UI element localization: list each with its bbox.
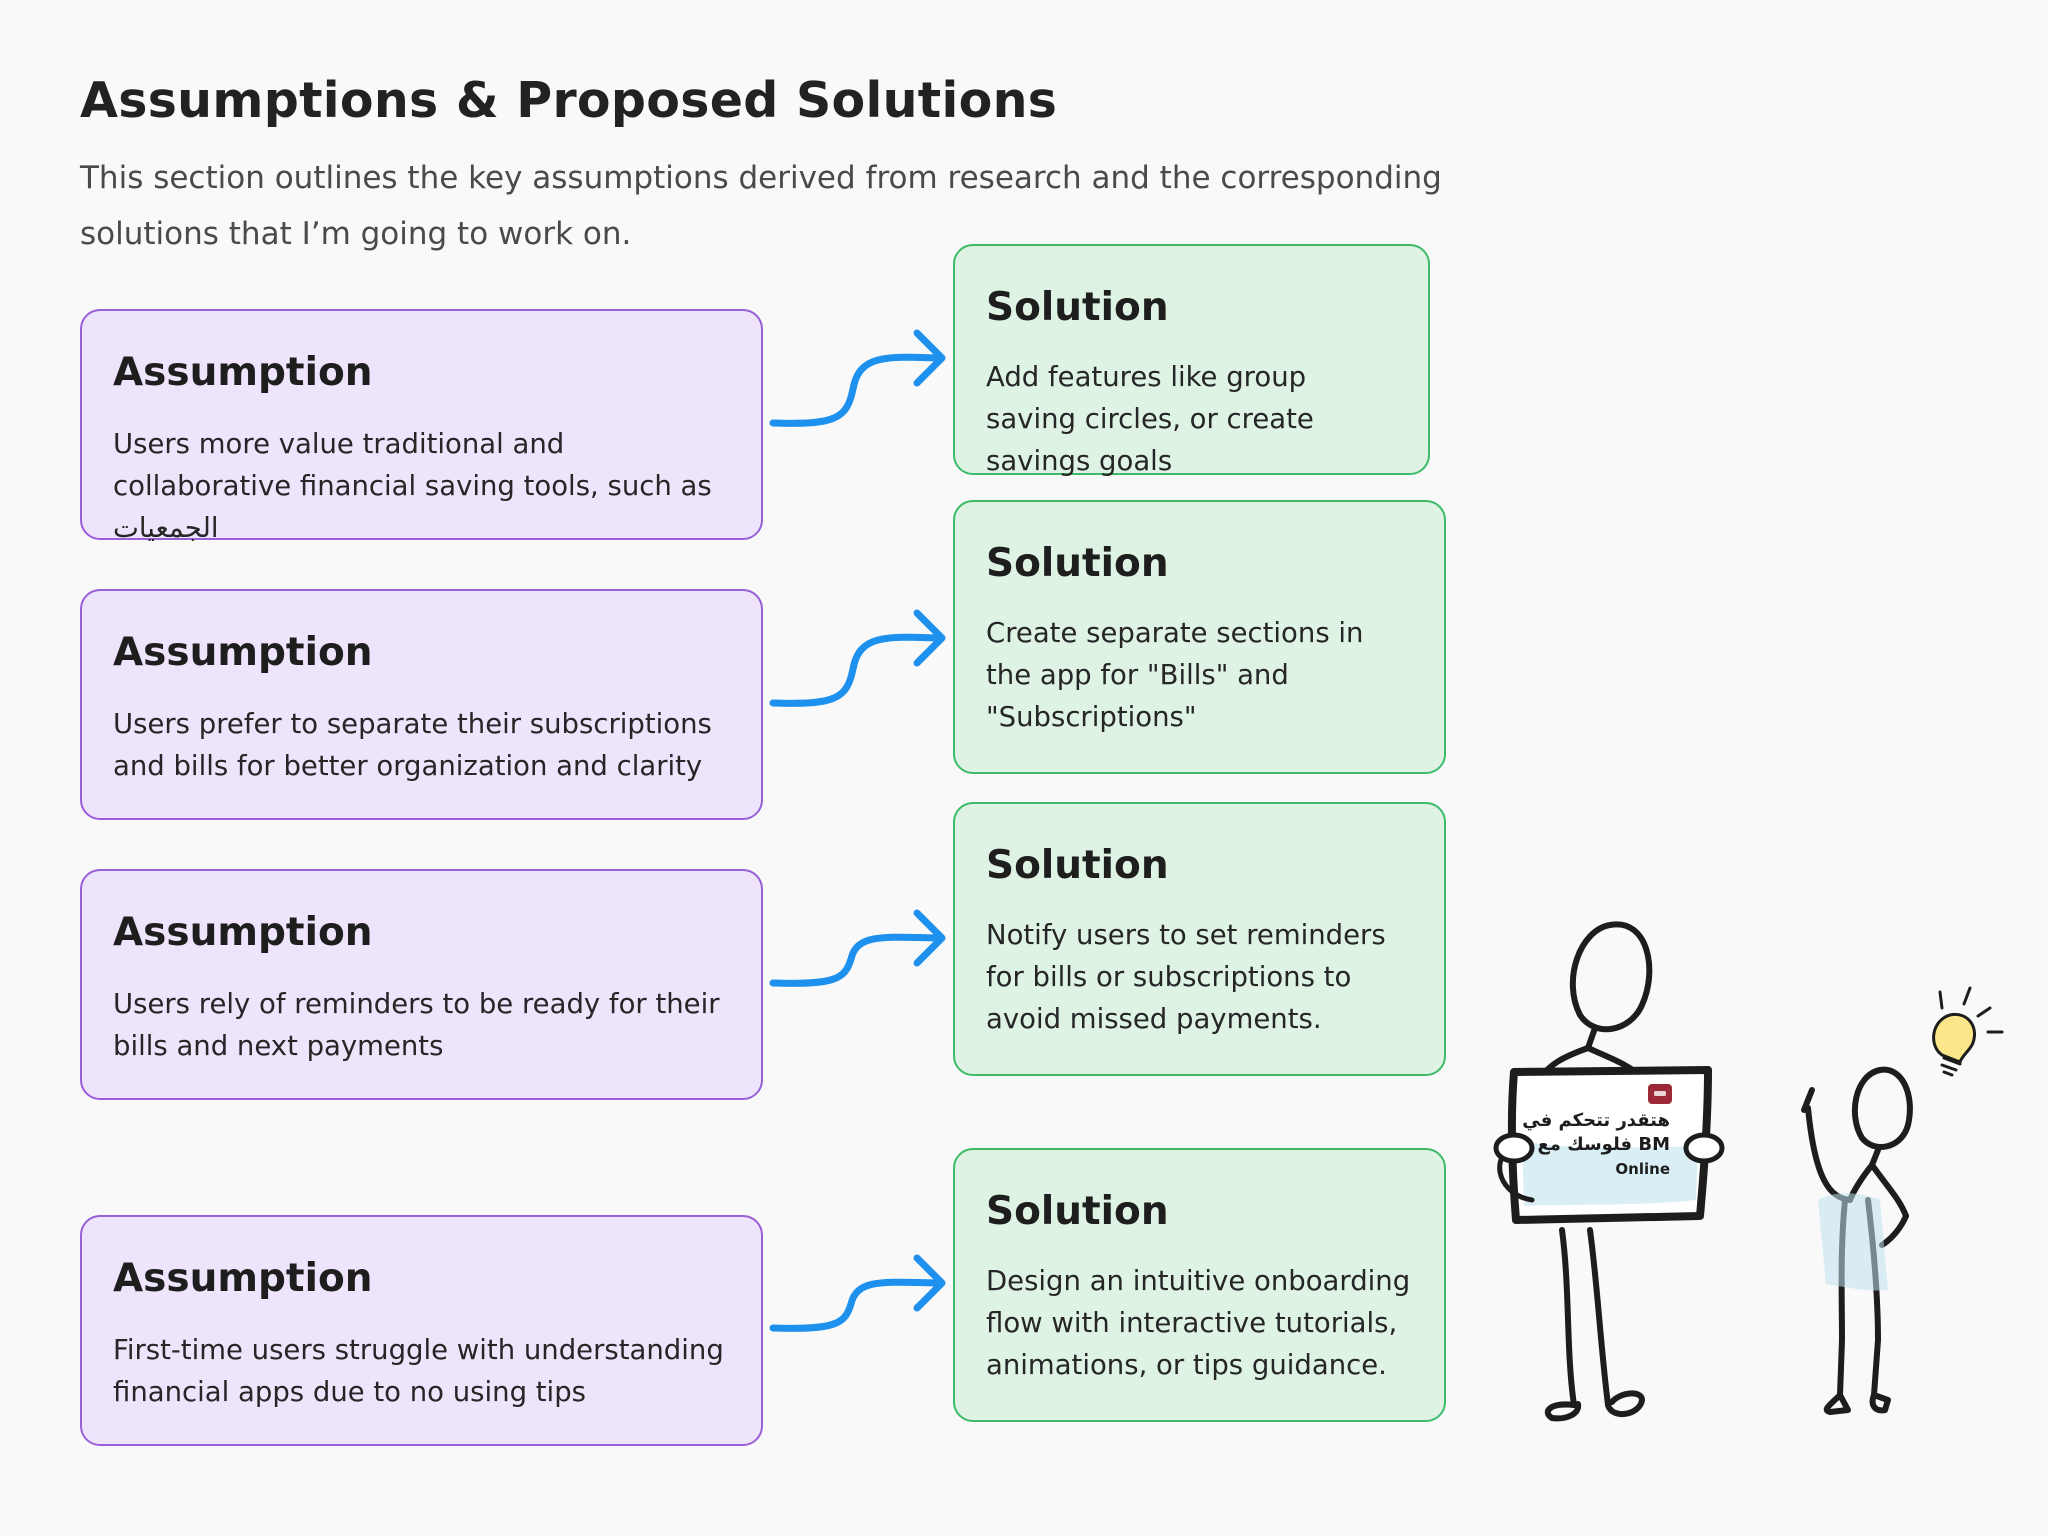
page-title: Assumptions & Proposed Solutions: [80, 72, 1058, 129]
solution-text: Add features like group saving circles, …: [986, 361, 1314, 477]
solution-text: Notify users to set reminders for bills …: [986, 919, 1386, 1035]
assumption-heading: Assumption: [113, 910, 373, 955]
solution-heading: Solution: [986, 843, 1169, 888]
assumption-text: Users rely of reminders to be ready for …: [113, 988, 720, 1062]
assumption-text: Users prefer to separate their subscript…: [113, 708, 712, 782]
hand-left: [1493, 1132, 1535, 1164]
curved-arrow-right-icon: [769, 609, 946, 707]
solution-text: Design an intuitive onboarding flow with…: [986, 1265, 1411, 1381]
lightbulb-icon: [1932, 986, 2004, 1077]
solution-heading: Solution: [986, 285, 1169, 330]
curved-arrow-right-icon: [769, 1254, 946, 1332]
stick-figures-illustration: هتقدر تتحكم في فلوسك مع BM Online: [1493, 921, 2004, 1422]
assumption-card-2: Assumption Users prefer to separate thei…: [80, 589, 763, 820]
sign-board: هتقدر تتحكم في فلوسك مع BM Online: [1493, 1066, 1725, 1224]
watercolor-wash: [1818, 1193, 1888, 1291]
assumption-heading: Assumption: [113, 350, 373, 395]
solution-heading: Solution: [986, 1189, 1169, 1234]
page-intro: This section outlines the key assumption…: [80, 160, 1442, 252]
solution-card-2: Solution Create separate sections in the…: [953, 500, 1446, 774]
assumption-heading: Assumption: [113, 630, 373, 675]
solution-card-1: Solution Add features like group saving …: [953, 244, 1430, 477]
solution-heading: Solution: [986, 541, 1169, 586]
hand-right: [1683, 1132, 1725, 1164]
curved-arrow-right-icon: [769, 909, 946, 987]
curved-arrow-right-icon: [769, 329, 946, 427]
assumption-card-3: Assumption Users rely of reminders to be…: [80, 869, 763, 1100]
solution-text: Create separate sections in the app for …: [986, 617, 1364, 733]
assumption-text: First-time users struggle with understan…: [113, 1334, 724, 1408]
sign-line-1: هتقدر تتحكم في: [1522, 1110, 1670, 1131]
solution-card-3: Solution Notify users to set reminders f…: [953, 802, 1446, 1076]
assumption-text: Users more value traditional and collabo…: [113, 428, 712, 544]
assumption-card-1: Assumption Users more value traditional …: [80, 309, 763, 544]
sign-line-2: فلوسك مع BM: [1538, 1134, 1671, 1155]
pen-icon: [1801, 1087, 1815, 1113]
sign-line-3: Online: [1615, 1160, 1670, 1178]
assumption-heading: Assumption: [113, 1256, 373, 1301]
solution-card-4: Solution Design an intuitive onboarding …: [953, 1148, 1446, 1422]
assumption-card-4: Assumption First-time users struggle wit…: [80, 1215, 763, 1446]
